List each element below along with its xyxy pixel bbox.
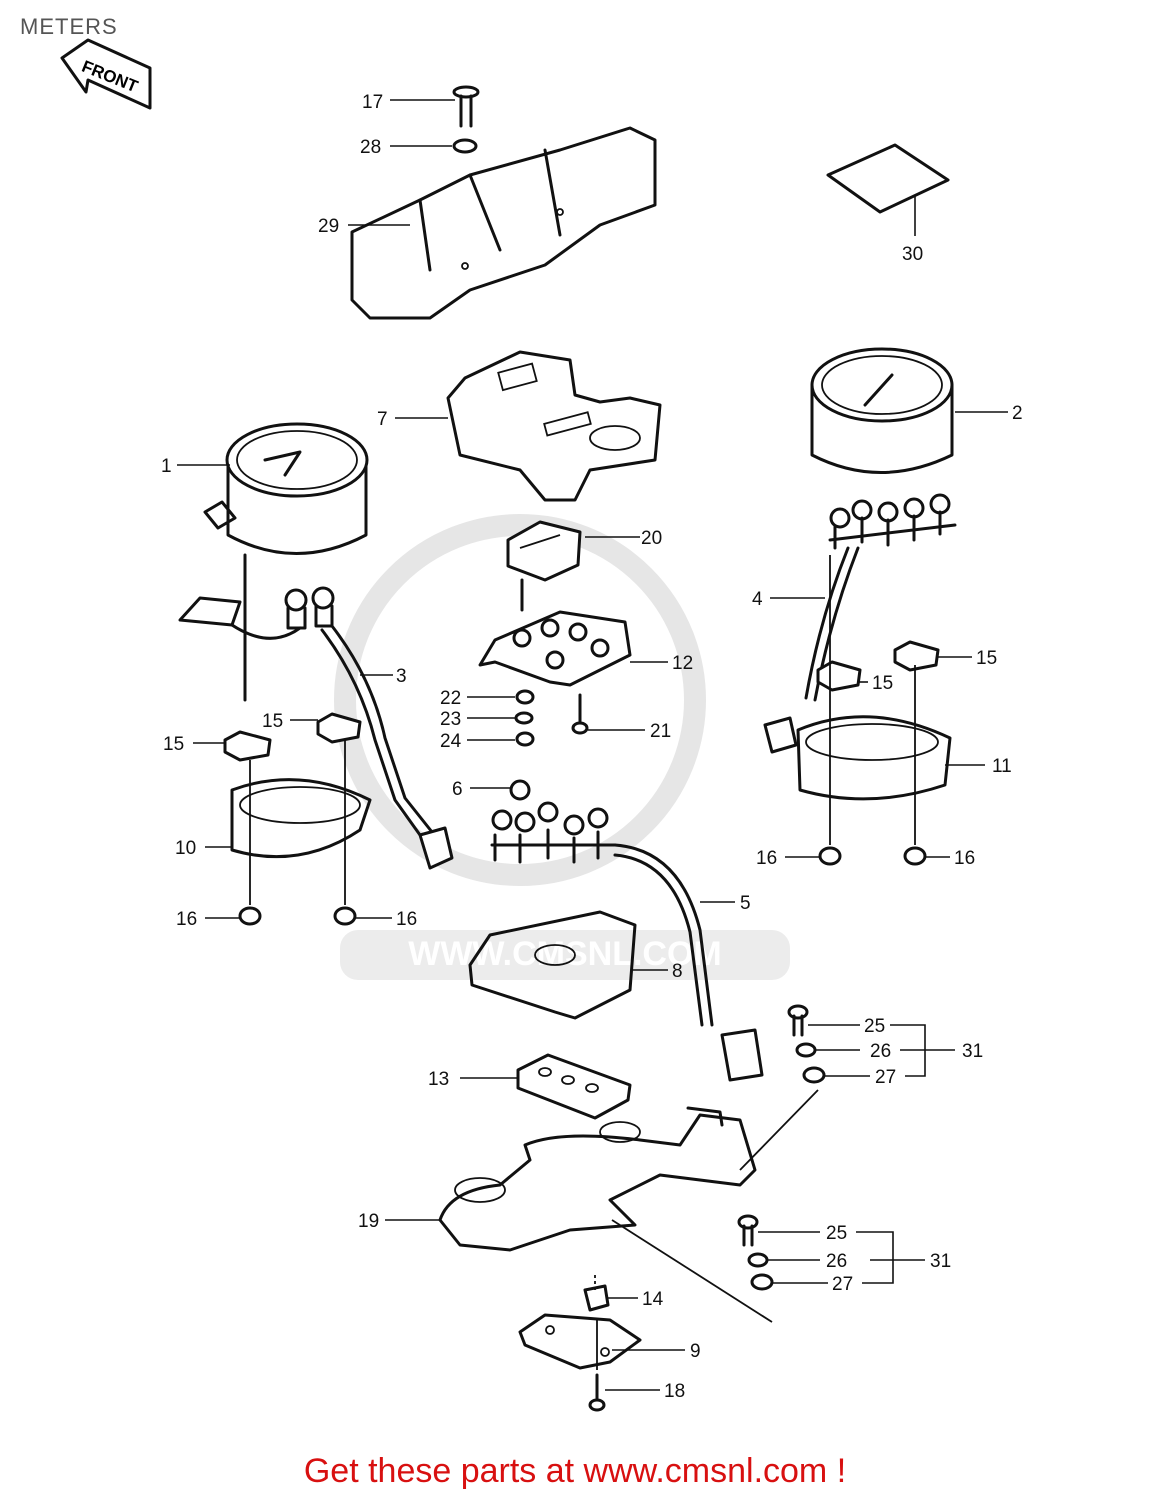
callout-23: 23 xyxy=(440,709,461,730)
callout-27-b: 27 xyxy=(832,1274,853,1295)
part-1-speedometer xyxy=(178,422,369,702)
callout-12: 12 xyxy=(672,653,693,674)
callout-6: 6 xyxy=(452,779,463,800)
callout-16-a: 16 xyxy=(176,909,197,930)
footer-link[interactable]: Get these parts at www.cmsnl.com ! xyxy=(303,1452,847,1490)
part-10-meter-bracket xyxy=(230,778,372,859)
callout-7: 7 xyxy=(377,409,388,430)
callout-31-b: 31 xyxy=(930,1251,951,1272)
part-20-switch-unit xyxy=(506,520,582,612)
part-21-screw xyxy=(571,693,589,735)
callout-13: 13 xyxy=(428,1069,449,1090)
callout-11: 11 xyxy=(992,756,1012,777)
callout-28: 28 xyxy=(360,137,381,158)
callout-15-a: 15 xyxy=(262,711,283,732)
part-30-sheet xyxy=(826,143,950,214)
callout-15-b: 15 xyxy=(163,734,184,755)
callout-9: 9 xyxy=(690,1341,701,1362)
callout-29: 29 xyxy=(318,216,339,237)
part-16-nut-d xyxy=(903,846,927,866)
callout-20: 20 xyxy=(641,528,662,549)
callout-22: 22 xyxy=(440,688,461,709)
part-15-rubber-c xyxy=(816,660,862,692)
front-arrow-badge: FRONT xyxy=(60,38,152,110)
part-6-bulb-sockets xyxy=(490,779,617,864)
part-7-meter-housing xyxy=(446,350,662,502)
part-14-grommet xyxy=(583,1275,610,1312)
part-26-washer-b xyxy=(747,1252,769,1268)
part-19-meter-stay xyxy=(438,1106,757,1252)
part-22-grommet xyxy=(515,689,535,705)
part-16-nut-a xyxy=(238,906,262,926)
part-15-rubber-b xyxy=(316,712,362,744)
callout-27-a: 27 xyxy=(875,1067,896,1088)
callout-16-d: 16 xyxy=(954,848,975,869)
assembly-lines xyxy=(249,555,916,1370)
callout-15-d: 15 xyxy=(872,673,893,694)
part-23-washer xyxy=(514,711,534,725)
part-5-harness xyxy=(613,843,764,1082)
leader-lines xyxy=(177,99,1008,1391)
part-8-meter-base xyxy=(468,910,637,1020)
callout-1: 1 xyxy=(161,456,172,477)
part-18-screw xyxy=(588,1373,606,1412)
part-16-nut-b xyxy=(333,906,357,926)
part-25-bolt-a xyxy=(787,1004,809,1037)
part-15-rubber-d xyxy=(893,640,940,672)
callout-15-c: 15 xyxy=(976,648,997,669)
part-4-meter-cable xyxy=(763,546,860,754)
callout-14: 14 xyxy=(642,1289,664,1310)
part-15-rubber-a xyxy=(223,730,272,762)
part-12-base-plate xyxy=(478,610,632,687)
callout-17: 17 xyxy=(362,92,383,113)
callout-16-b: 16 xyxy=(396,909,417,930)
part-2-tachometer xyxy=(810,347,957,550)
part-27-washer-a xyxy=(802,1066,826,1084)
watermark-text: WWW.CMSNL.COM xyxy=(408,935,722,973)
part-16-nut-c xyxy=(818,846,842,866)
part-13-indicator-lens xyxy=(516,1053,632,1120)
callout-8: 8 xyxy=(672,961,683,982)
part-26-washer-a xyxy=(795,1042,817,1058)
part-3-meter-cable xyxy=(320,624,454,870)
part-29-meter-cover xyxy=(350,126,657,320)
part-27-washer-b xyxy=(750,1273,774,1291)
callout-21: 21 xyxy=(650,721,671,742)
callout-25-a: 25 xyxy=(864,1016,885,1037)
watermark: WWW.CMSNL.COM xyxy=(334,514,790,980)
callout-18: 18 xyxy=(664,1381,685,1402)
callout-25-b: 25 xyxy=(826,1223,847,1244)
callout-3: 3 xyxy=(396,666,407,687)
part-9-plate xyxy=(518,1313,642,1370)
callout-16-c: 16 xyxy=(756,848,777,869)
part-11-meter-bracket xyxy=(796,715,952,801)
part-28-washer xyxy=(452,138,478,154)
page-title: METERS xyxy=(20,14,118,39)
callout-4: 4 xyxy=(752,589,763,610)
callout-26-b: 26 xyxy=(826,1251,847,1272)
part-25-bolt-b xyxy=(737,1214,759,1247)
callout-10: 10 xyxy=(175,838,196,859)
callout-5: 5 xyxy=(740,893,751,914)
callout-30: 30 xyxy=(902,244,923,265)
callout-labels: 17 28 29 30 7 2 1 20 4 3 12 15 15 15 15 … xyxy=(161,92,1023,1402)
callout-26-a: 26 xyxy=(870,1041,891,1062)
part-17-screw xyxy=(452,85,480,128)
part-24-nut xyxy=(515,731,535,747)
callout-24: 24 xyxy=(440,731,462,752)
callout-19: 19 xyxy=(358,1211,379,1232)
callout-31-a: 31 xyxy=(962,1041,983,1062)
callout-2: 2 xyxy=(1012,403,1023,424)
